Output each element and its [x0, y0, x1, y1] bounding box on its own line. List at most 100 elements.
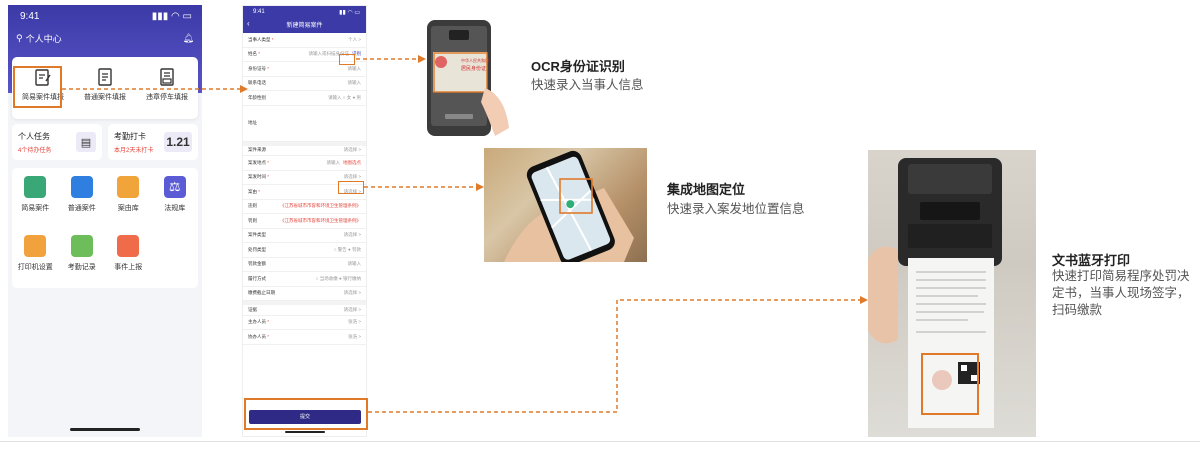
field-label: 姓名: [248, 51, 257, 57]
new-case-form-screen: 9:41▮▮ ◠ ▭ ‹ 新建简易案件 当事人类型 *个人 >姓名 *请输入或扫…: [242, 5, 367, 437]
form-row[interactable]: 身份证号 * 请输入: [243, 62, 366, 77]
form-row[interactable]: 地址: [243, 106, 366, 142]
grid-attendance-records[interactable]: 考勤记录: [59, 235, 106, 288]
status-bar: 9:41 ▮▮▮ ◠ ▭: [8, 5, 202, 22]
form-title: 新建简易案件: [286, 23, 323, 29]
back-icon[interactable]: ‹: [247, 19, 250, 28]
quick-normal-case[interactable]: 普通案件填报: [75, 67, 135, 119]
highlight-map-pick: [338, 181, 364, 194]
form-row[interactable]: 罚则《江苏省城市市容和环境卫生管理条例》: [243, 214, 366, 229]
feature-print-desc: 快速打印简易程序处罚决定书，当事人现场签字，扫码缴款: [1052, 269, 1190, 317]
form-row[interactable]: 案发地点 * 请输入地图选点: [243, 156, 366, 171]
field-label-wrap: 当事人类型 *: [248, 37, 274, 43]
field-value-wrap: ○ 当场收缴 ● 银行缴纳: [316, 276, 361, 282]
required-mark: *: [257, 51, 261, 57]
grid-law-library[interactable]: ⚖法规库: [152, 176, 199, 229]
signal-icon: ▮▮▮ ◠ ▭: [151, 11, 192, 22]
divider: [0, 441, 1200, 442]
form-row[interactable]: 主办人员 *张浩 >: [243, 316, 366, 330]
task-list-icon: ▤: [76, 132, 96, 152]
field-value-wrap: 请输入: [348, 261, 362, 267]
field-value: 请选择 >: [343, 232, 361, 238]
submit-button[interactable]: 提交: [249, 410, 361, 424]
required-mark: *: [257, 188, 261, 194]
form-row[interactable]: 罚款金额 请输入: [243, 258, 366, 272]
clock: 9:41: [20, 11, 40, 22]
form-row[interactable]: 违则 《江苏省城市市容和环境卫生管理条例》: [243, 200, 366, 214]
field-value-wrap: ○ 警告 ● 罚款: [334, 247, 361, 253]
quick-simple-case[interactable]: 简易案件填报: [13, 67, 73, 119]
feature-print-title: 文书蓝牙打印: [1052, 253, 1131, 268]
arrow-head: [860, 296, 868, 304]
printer-illustration: [868, 158, 1002, 428]
field-value: 请选择 >: [343, 290, 361, 296]
svg-text:中华人民共和国: 中华人民共和国: [461, 57, 489, 63]
home-indicator: [285, 431, 325, 433]
signal-icon: ▮▮ ◠ ▭: [339, 10, 360, 16]
field-label: 罚则: [248, 217, 257, 223]
field-value-wrap: 请选择 >: [344, 307, 361, 313]
form-row[interactable]: 当事人类型 * 个人 >: [243, 33, 366, 48]
field-value-wrap: 请选择 >: [344, 147, 361, 153]
field-label: 履行方式: [248, 275, 266, 281]
grid-event-report[interactable]: 事件上报: [105, 235, 152, 288]
grid-simple-case[interactable]: 简易案件: [12, 176, 59, 229]
map-pick-button[interactable]: 地图选点: [343, 159, 361, 165]
field-label: 案发地点: [248, 159, 266, 165]
form-row[interactable]: 履行方式 ○ 当场收缴 ● 银行缴纳: [243, 272, 366, 287]
feature-map-desc: 快速录入案发地位置信息: [667, 202, 805, 216]
grid-cause-library[interactable]: 案由库: [105, 176, 152, 229]
field-label: 当事人类型: [248, 36, 271, 42]
field-value: 个人 >: [348, 36, 361, 42]
quick-parking-case[interactable]: 违章停车填报: [137, 67, 197, 119]
feature-ocr-title: OCR身份证识别: [531, 59, 625, 74]
field-value: 请输入或扫描身份证: [308, 51, 350, 57]
field-value: 请选择 >: [343, 174, 361, 180]
bluetooth-printer-photo: [868, 150, 1036, 437]
form-row[interactable]: 案件来源请选择 >: [243, 141, 366, 156]
form-row[interactable]: 联系电话请输入: [243, 77, 366, 91]
svg-text:居民身份证: 居民身份证: [461, 65, 486, 72]
simple-case-icon: [24, 176, 47, 198]
field-label-wrap: 身份证号 *: [248, 66, 269, 72]
required-mark: *: [270, 36, 274, 42]
field-value-wrap: 《江苏省城市市容和环境卫生管理条例》: [280, 203, 361, 209]
field-label-wrap: 案发地点 *: [248, 160, 269, 166]
field-label: 处罚类型: [248, 246, 266, 252]
field-value-wrap: 请选择 >: [344, 232, 361, 238]
highlight-id-scan: [339, 54, 355, 65]
form-row[interactable]: 缴费截止日期 请选择 >: [243, 287, 366, 301]
field-label: 缴费截止日期: [248, 290, 275, 296]
user-icon: ⚲: [16, 33, 23, 43]
field-label: 违则: [248, 203, 257, 209]
field-label: 罚款金额: [248, 261, 266, 267]
form-row[interactable]: 处罚类型 ○ 警告 ● 罚款: [243, 243, 366, 258]
bell-icon[interactable]: 🔔︎: [182, 33, 194, 43]
field-label: 案件类型: [248, 232, 266, 238]
field-value-wrap: 请输入: [348, 80, 362, 86]
grid-normal-case[interactable]: 普通案件: [59, 176, 106, 229]
form-row[interactable]: 案件类型 请选择 >: [243, 229, 366, 243]
map-phone-photo: [484, 148, 647, 262]
arrow-head: [476, 183, 484, 191]
form-row[interactable]: 案由 *请选择 >: [243, 185, 366, 200]
field-value: 请输入: [326, 159, 341, 165]
required-mark: *: [266, 159, 270, 165]
form-row[interactable]: 证据请选择 >: [243, 301, 366, 316]
form-row[interactable]: 姓名 * 请输入或扫描身份证识别: [243, 48, 366, 62]
form-row[interactable]: 协办人员 *张浩 >: [243, 330, 366, 345]
function-grid: 简易案件 普通案件 案由库 ⚖法规库 打印机设置 考勤记录 事件上报: [12, 168, 198, 288]
field-value: 请输入: [347, 261, 362, 267]
form-row[interactable]: 案发时间 *请选择 >: [243, 171, 366, 185]
form-edit-icon: [35, 69, 51, 86]
id-scan-button[interactable]: 识别: [352, 51, 361, 57]
date-badge: 1.21: [164, 132, 192, 152]
form-row[interactable]: 年龄性别请输入 ○ 女 ● 男: [243, 91, 366, 106]
calendar-icon: [70, 235, 93, 257]
field-value: 请输入: [347, 65, 362, 71]
attendance-card[interactable]: 考勤打卡本月2天未打卡 1.21: [108, 124, 198, 160]
connector-print: [368, 299, 862, 413]
grid-printer-settings[interactable]: 打印机设置: [12, 235, 59, 288]
